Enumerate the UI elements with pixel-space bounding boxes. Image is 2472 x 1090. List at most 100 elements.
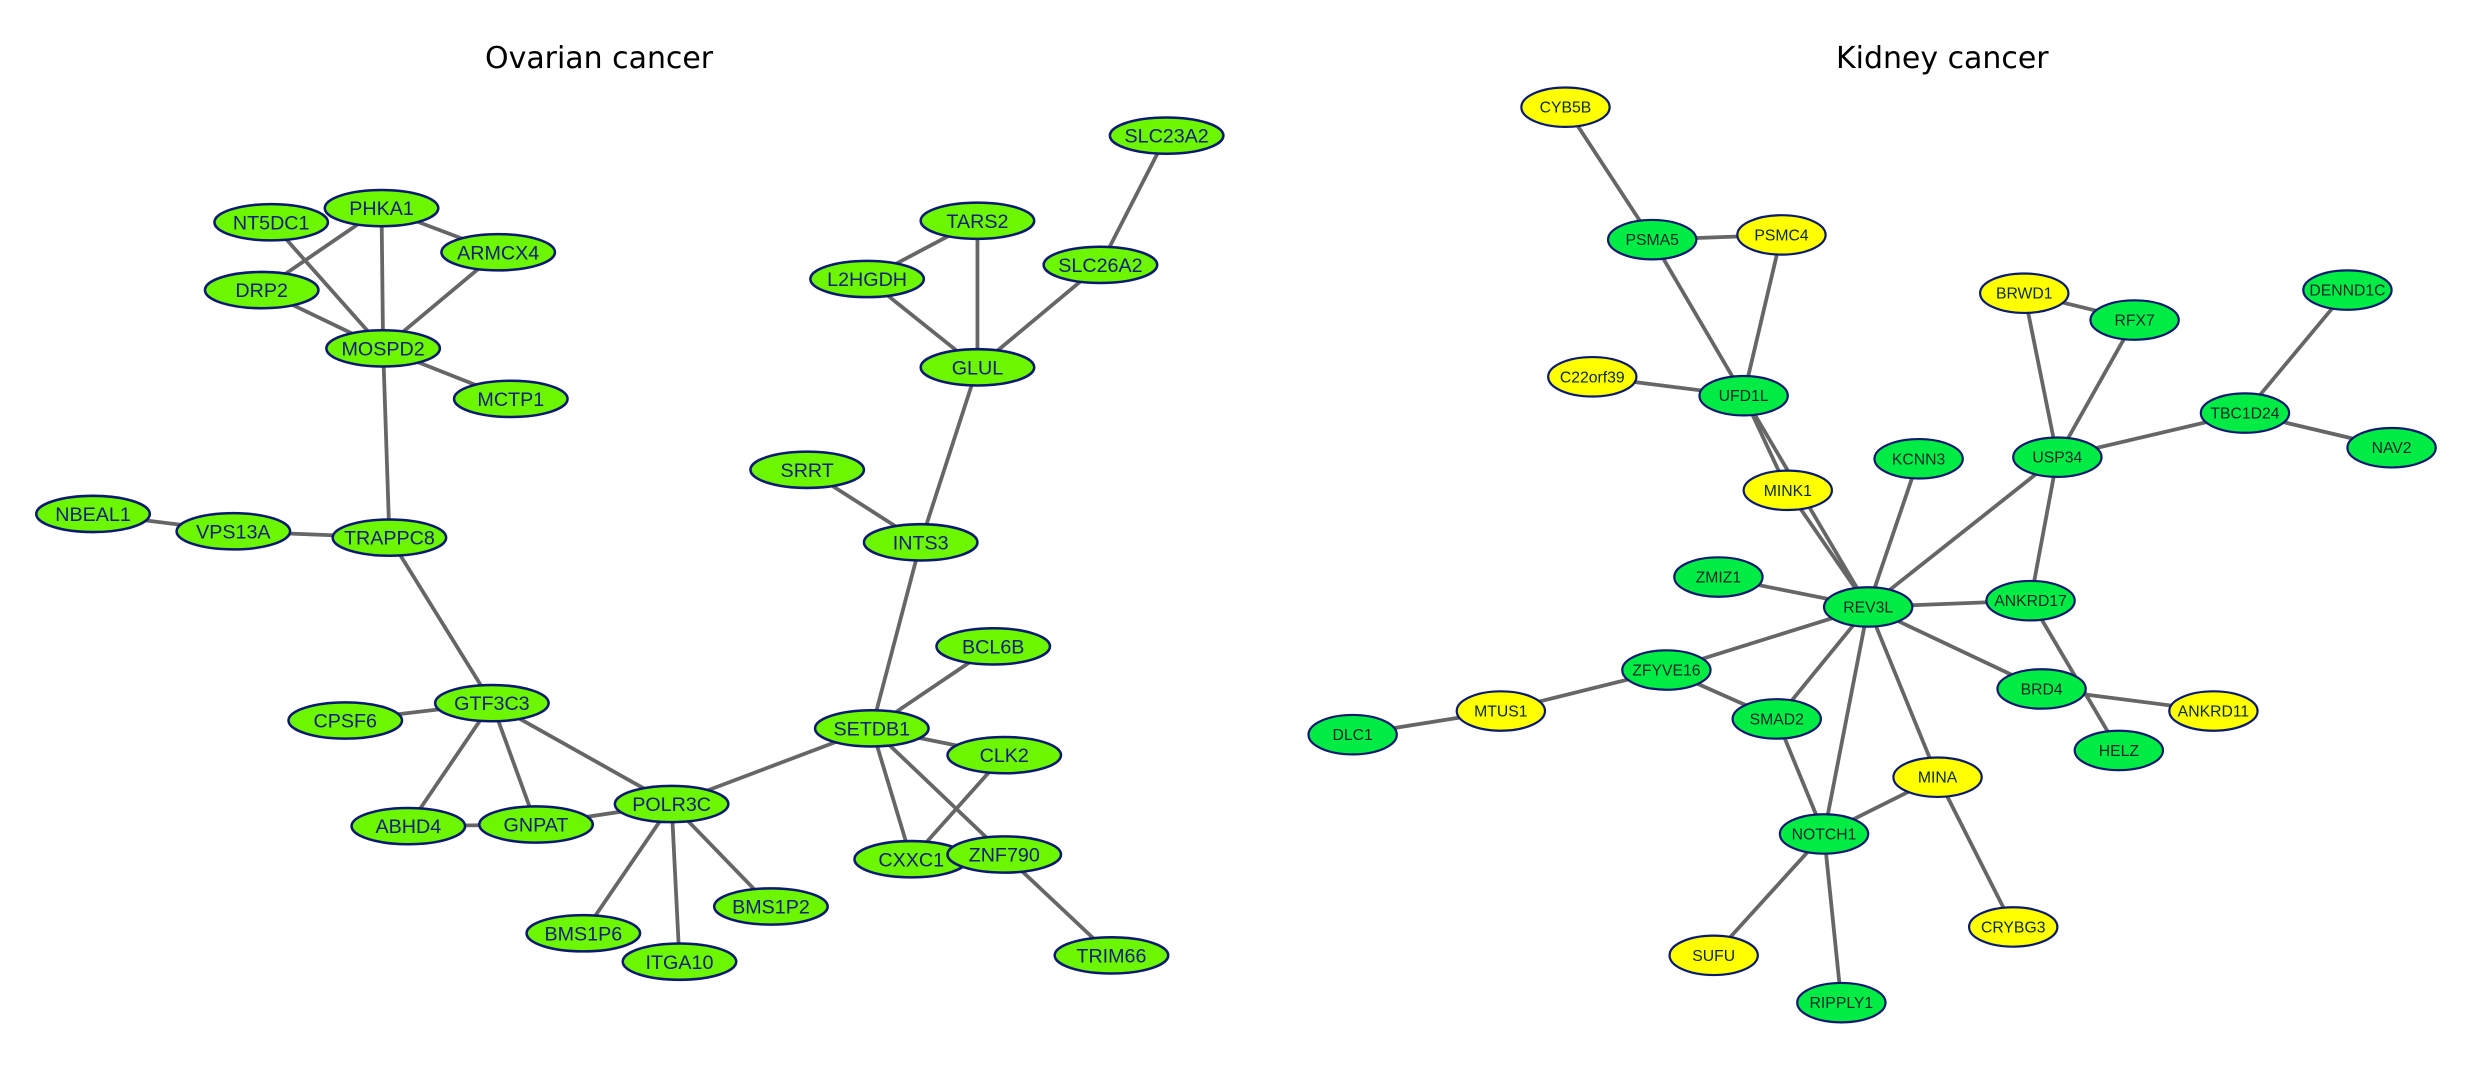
node-shape	[1053, 935, 1170, 975]
node-mtus1[interactable]: MTUS1	[1455, 690, 1547, 732]
node-rfx7[interactable]: RFX7	[2089, 299, 2180, 341]
node-mink1[interactable]: MINK1	[1742, 469, 1834, 512]
node-shape	[433, 683, 550, 723]
node-crybg3[interactable]: CRYBG3	[1967, 906, 2059, 948]
node-nav2[interactable]: NAV2	[2346, 426, 2437, 469]
node-sufu[interactable]: SUFU	[1668, 934, 1759, 977]
node-label: ARMCX4	[457, 242, 539, 264]
node-label: ZNF790	[969, 845, 1040, 867]
edge-mospd2-trappc8	[381, 348, 392, 538]
node-shape	[1108, 116, 1225, 155]
node-usp34[interactable]: USP34	[2012, 436, 2103, 478]
node-trim66[interactable]: TRIM66	[1053, 935, 1170, 975]
node-trappc8[interactable]: TRAPPC8	[331, 518, 448, 557]
node-slc23a2[interactable]: SLC23A2	[1108, 116, 1225, 155]
node-label: CYB5B	[1540, 100, 1592, 117]
node-brd4[interactable]: BRD4	[1996, 668, 2087, 710]
node-smad2[interactable]: SMAD2	[1731, 698, 1822, 740]
node-znf790[interactable]: ZNF790	[946, 835, 1063, 874]
node-label: POLR3C	[632, 794, 711, 816]
node-label: BRD4	[2021, 681, 2063, 698]
node-gtf3c3[interactable]: GTF3C3	[433, 683, 550, 723]
node-label: SMAD2	[1750, 711, 1804, 728]
node-shape	[1742, 469, 1834, 512]
node-bms1p6[interactable]: BMS1P6	[525, 913, 642, 953]
edge-setdb1-ints3	[869, 541, 923, 729]
node-helz[interactable]: HELZ	[2073, 729, 2165, 772]
node-label: PHKA1	[349, 198, 414, 220]
edge-usp34-ankrd17	[2028, 456, 2060, 601]
node-label: REV3L	[1843, 599, 1893, 616]
node-zmiz1[interactable]: ZMIZ1	[1673, 556, 1764, 598]
node-label: TRAPPC8	[344, 528, 435, 550]
node-dennd1c[interactable]: DENND1C	[2302, 269, 2393, 311]
node-ankrd17[interactable]: ANKRD17	[1985, 579, 2076, 622]
node-setdb1[interactable]: SETDB1	[813, 708, 930, 748]
node-slc26a2[interactable]: SLC26A2	[1042, 245, 1159, 285]
node-shape	[1547, 355, 1638, 398]
node-label: C22orf39	[1560, 369, 1625, 386]
node-cyb5b[interactable]: CYB5B	[1520, 86, 1611, 129]
node-label: L2HGDH	[827, 269, 907, 291]
node-notch1[interactable]: NOTCH1	[1778, 813, 1870, 855]
node-nbeal1[interactable]: NBEAL1	[35, 494, 152, 534]
node-srrt[interactable]: SRRT	[749, 450, 866, 490]
node-bms1p2[interactable]: BMS1P2	[712, 887, 829, 926]
node-label: GLUL	[952, 357, 1003, 379]
node-label: PSMA5	[1625, 232, 1679, 249]
node-psmc4[interactable]: PSMC4	[1736, 214, 1827, 256]
edge-slc26a2-slc23a2	[1098, 134, 1169, 266]
node-ripply1[interactable]: RIPPLY1	[1796, 981, 1887, 1024]
node-polr3c[interactable]: POLR3C	[613, 784, 730, 824]
node-shape	[946, 835, 1063, 874]
node-itga10[interactable]: ITGA10	[621, 942, 738, 982]
node-shape	[621, 942, 738, 982]
node-label: RFX7	[2114, 313, 2154, 330]
edge-trappc8-gtf3c3	[387, 536, 494, 705]
node-label: PSMC4	[1754, 227, 1809, 244]
edge-notch1-ripply1	[1822, 833, 1844, 1003]
node-cxxc1[interactable]: CXXC1	[853, 839, 970, 879]
node-armcx4[interactable]: ARMCX4	[440, 232, 557, 272]
node-dlc1[interactable]: DLC1	[1307, 713, 1398, 756]
node-shape	[1307, 713, 1398, 756]
node-label: TARS2	[946, 211, 1008, 233]
node-mina[interactable]: MINA	[1892, 756, 1983, 799]
node-clk2[interactable]: CLK2	[946, 735, 1063, 775]
node-ints3[interactable]: INTS3	[862, 522, 979, 562]
node-l2hgdh[interactable]: L2HGDH	[809, 259, 926, 299]
edges-layer	[92, 106, 2393, 1003]
node-kcnn3[interactable]: KCNN3	[1873, 437, 1964, 480]
node-drp2[interactable]: DRP2	[203, 270, 320, 310]
node-zfyve16[interactable]: ZFYVE16	[1621, 649, 1712, 691]
node-label: CXXC1	[878, 849, 944, 871]
node-bcl6b[interactable]: BCL6B	[935, 626, 1052, 666]
node-gnpat[interactable]: GNPAT	[478, 805, 595, 844]
node-tars2[interactable]: TARS2	[919, 201, 1036, 241]
node-c22orf39[interactable]: C22orf39	[1547, 355, 1638, 398]
node-nt5dc1[interactable]: NT5DC1	[213, 202, 330, 242]
node-cpsf6[interactable]: CPSF6	[287, 701, 404, 740]
node-rev3l[interactable]: REV3L	[1822, 586, 1914, 628]
node-label: MCTP1	[477, 389, 544, 411]
ovarian-panel-title: Ovarian cancer	[485, 41, 714, 76]
node-abhd4[interactable]: ABHD4	[350, 806, 467, 846]
node-psma5[interactable]: PSMA5	[1606, 218, 1698, 261]
node-label: HELZ	[2099, 743, 2140, 760]
node-phka1[interactable]: PHKA1	[323, 188, 440, 228]
node-brwd1[interactable]: BRWD1	[1979, 272, 2070, 315]
node-mctp1[interactable]: MCTP1	[452, 379, 569, 419]
edge-notch1-sufu	[1712, 832, 1826, 957]
node-shape	[935, 626, 1052, 666]
node-shape	[331, 518, 448, 557]
node-ankrd11[interactable]: ANKRD11	[2168, 690, 2259, 732]
node-tbc1d24[interactable]: TBC1D24	[2199, 392, 2291, 434]
node-label: BMS1P2	[732, 897, 810, 919]
node-ufd1l[interactable]: UFD1L	[1698, 374, 1789, 417]
node-vps13a[interactable]: VPS13A	[175, 511, 292, 551]
edge-gtf3c3-polr3c	[490, 701, 673, 806]
node-shape	[1873, 437, 1964, 480]
node-mospd2[interactable]: MOSPD2	[325, 329, 442, 368]
node-glul[interactable]: GLUL	[919, 347, 1036, 387]
